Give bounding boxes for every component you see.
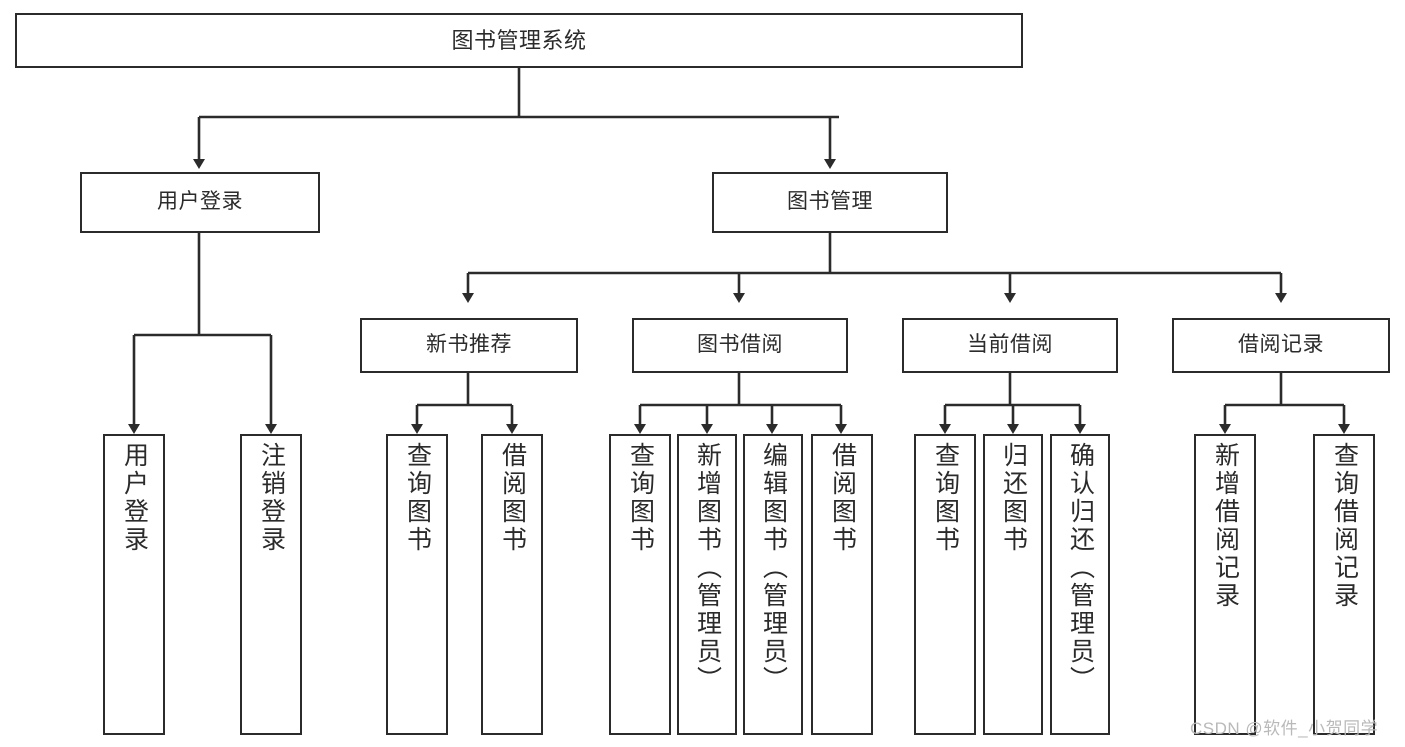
node-label: 用户登录 bbox=[157, 190, 243, 214]
node-label: 查询图书 bbox=[626, 442, 655, 554]
node-label: 归还图书 bbox=[999, 442, 1028, 554]
node-leaf-query-book-borrow[interactable]: 查询图书 bbox=[609, 434, 671, 735]
node-current-borrow[interactable]: 当前借阅 bbox=[902, 318, 1118, 373]
node-leaf-add-book[interactable]: 新增图书（管理员） bbox=[677, 434, 737, 735]
node-leaf-return-book[interactable]: 归还图书 bbox=[983, 434, 1043, 735]
node-label: 借阅图书 bbox=[828, 442, 857, 554]
node-label: 图书管理系统 bbox=[451, 27, 587, 53]
node-label: 新增借阅记录 bbox=[1211, 442, 1240, 610]
node-new-book-recommend[interactable]: 新书推荐 bbox=[360, 318, 578, 373]
node-label: 注销登录 bbox=[257, 442, 286, 554]
node-leaf-query-book-current[interactable]: 查询图书 bbox=[914, 434, 976, 735]
node-leaf-query-borrow-record[interactable]: 查询借阅记录 bbox=[1313, 434, 1375, 735]
node-label: 新书推荐 bbox=[426, 333, 512, 357]
node-label: 确认归还（管理员） bbox=[1066, 442, 1095, 694]
csdn-watermark: CSDN @软件_小贺同学 bbox=[1190, 719, 1379, 738]
node-leaf-borrow-book[interactable]: 借阅图书 bbox=[811, 434, 873, 735]
node-label: 新增图书（管理员） bbox=[693, 442, 722, 694]
node-label: 查询图书 bbox=[931, 442, 960, 554]
node-label: 图书管理 bbox=[787, 190, 873, 214]
node-leaf-edit-book[interactable]: 编辑图书（管理员） bbox=[743, 434, 803, 735]
node-label: 查询借阅记录 bbox=[1330, 442, 1359, 610]
node-root-system[interactable]: 图书管理系统 bbox=[15, 13, 1023, 68]
node-book-manage[interactable]: 图书管理 bbox=[712, 172, 948, 233]
node-label: 借阅图书 bbox=[498, 442, 527, 554]
node-label: 图书借阅 bbox=[697, 333, 783, 357]
node-leaf-borrow-book-recommend[interactable]: 借阅图书 bbox=[481, 434, 543, 735]
node-label: 用户登录 bbox=[120, 442, 149, 554]
node-user-login[interactable]: 用户登录 bbox=[80, 172, 320, 233]
node-label: 当前借阅 bbox=[967, 333, 1053, 357]
node-label: 编辑图书（管理员） bbox=[759, 442, 788, 694]
node-leaf-logout[interactable]: 注销登录 bbox=[240, 434, 302, 735]
node-label: 借阅记录 bbox=[1238, 333, 1324, 357]
node-leaf-query-book-recommend[interactable]: 查询图书 bbox=[386, 434, 448, 735]
node-label: 查询图书 bbox=[403, 442, 432, 554]
node-leaf-confirm-return[interactable]: 确认归还（管理员） bbox=[1050, 434, 1110, 735]
node-leaf-add-borrow-record[interactable]: 新增借阅记录 bbox=[1194, 434, 1256, 735]
node-borrow-record[interactable]: 借阅记录 bbox=[1172, 318, 1390, 373]
node-book-borrow[interactable]: 图书借阅 bbox=[632, 318, 848, 373]
node-leaf-user-login[interactable]: 用户登录 bbox=[103, 434, 165, 735]
